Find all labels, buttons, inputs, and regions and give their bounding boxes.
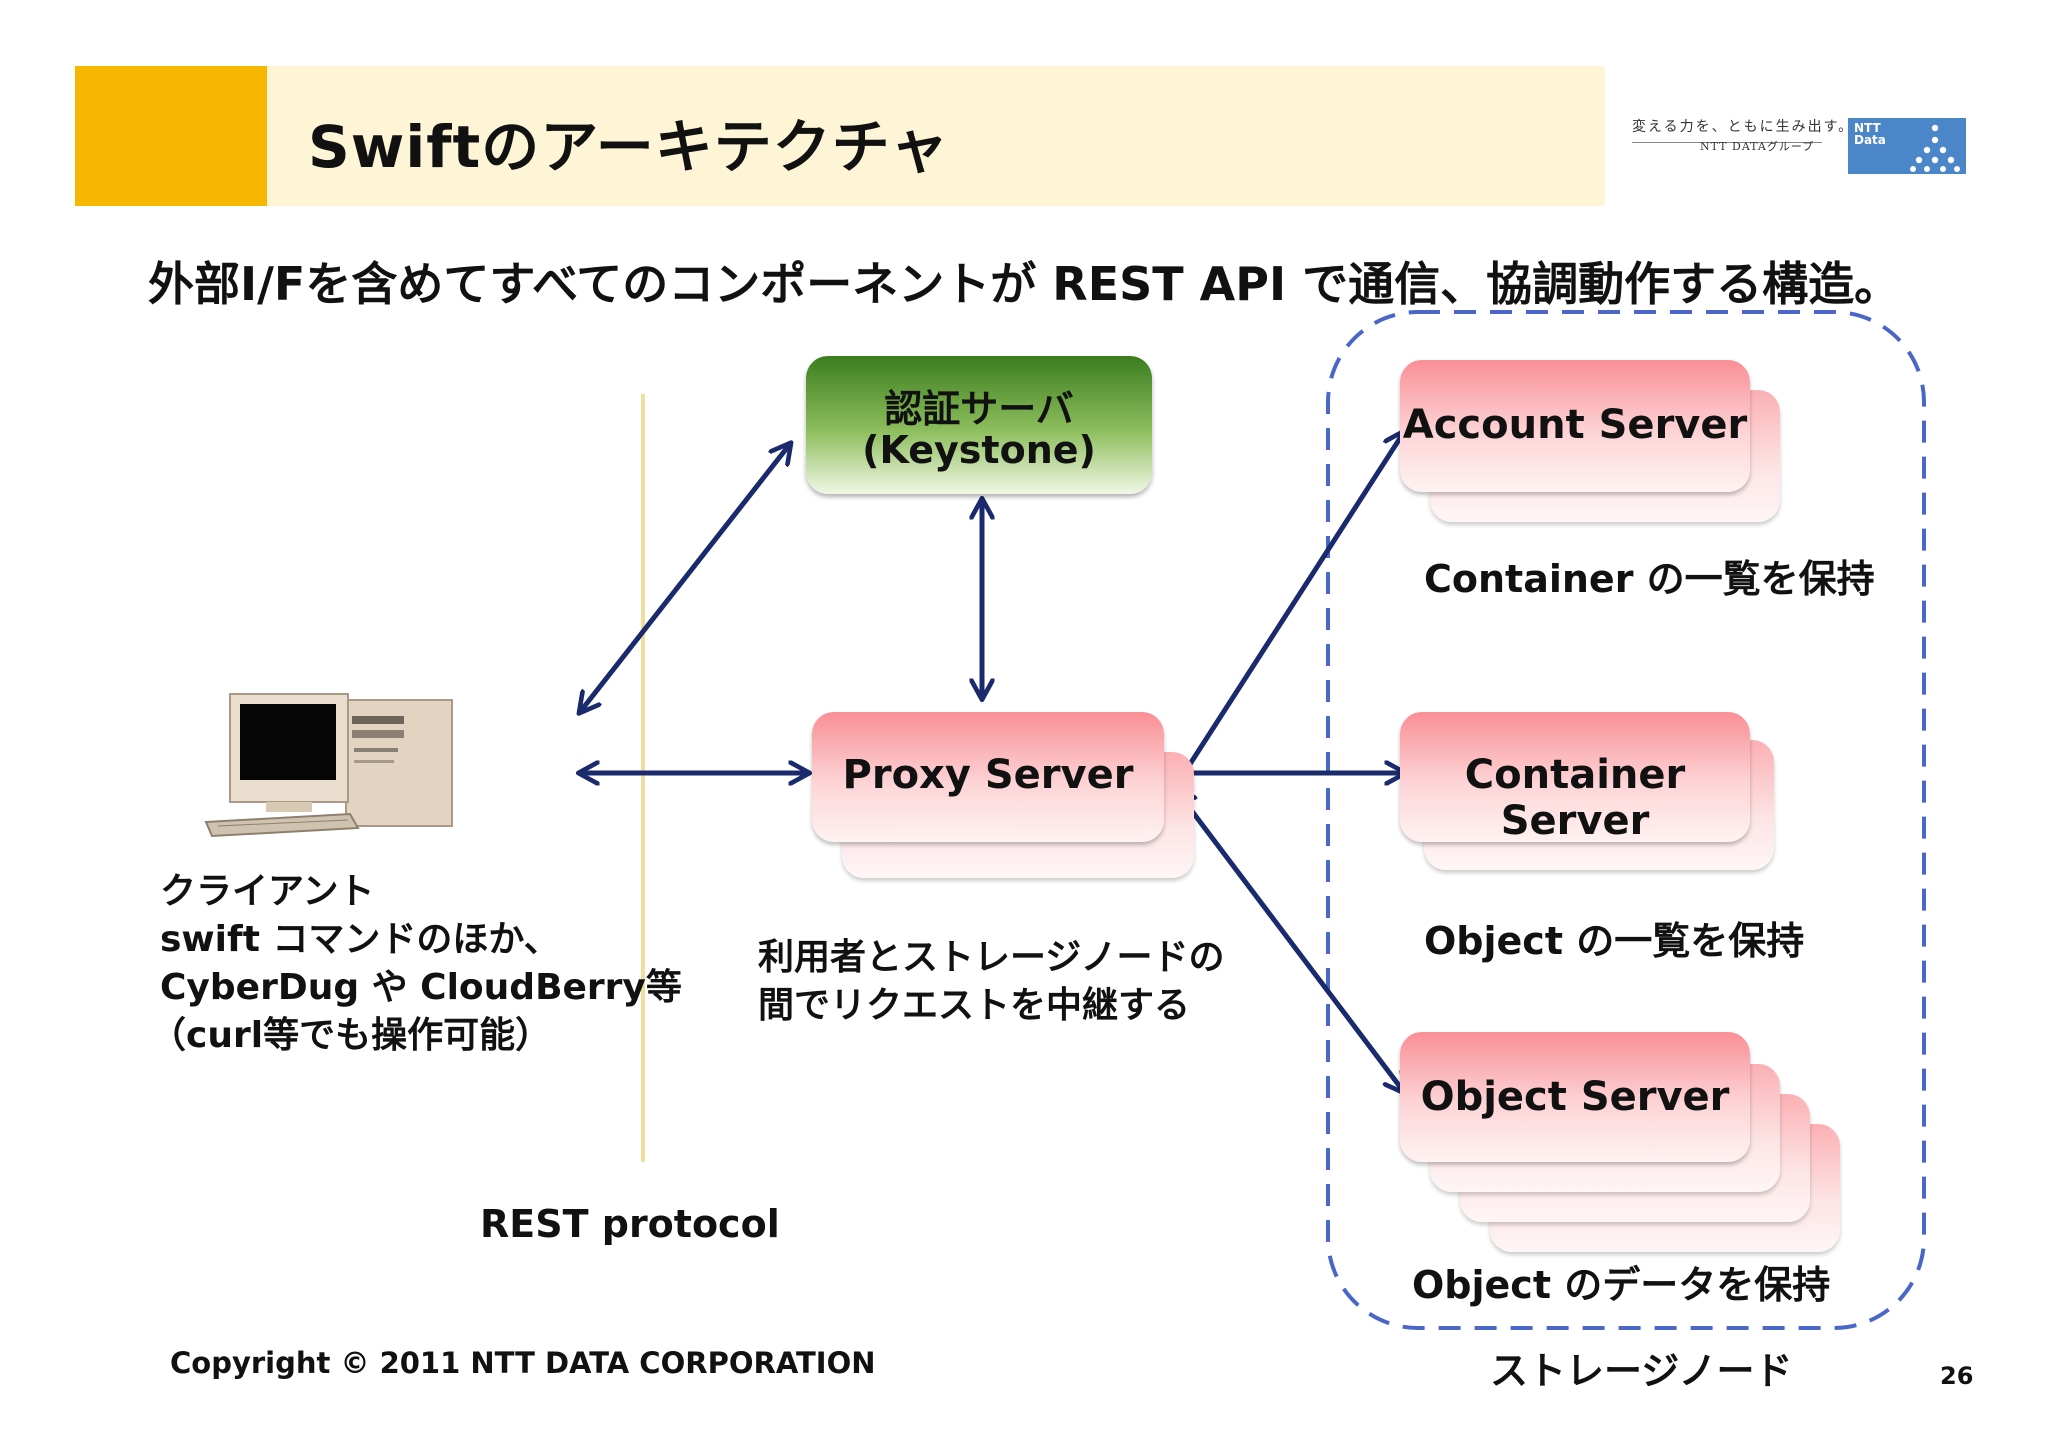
page-number: 26 [1940, 1362, 1974, 1390]
proxy-server: Proxy Server [812, 712, 1164, 842]
account-server-label: Account Server [1402, 402, 1748, 448]
client-label-line2: swift コマンドのほか、 [160, 919, 560, 960]
object-server: Object Server [1400, 1032, 1750, 1162]
title-bar [75, 66, 1605, 206]
proxy-caption-line1: 利用者とストレージノードの [758, 937, 1225, 978]
client-label-line1: クライアント [160, 871, 375, 912]
logo-divider [1632, 142, 1822, 143]
container-server: Container Server [1400, 712, 1750, 844]
slide-subtitle: 外部I/Fを含めてすべてのコンポーネントが REST API で通信、協調動作す… [148, 257, 1901, 311]
logo-box-text: NTT Data [1854, 122, 1886, 146]
rest-protocol-label: REST protocol [480, 1202, 780, 1246]
logo-box-text-2: Data [1854, 133, 1886, 147]
storage-node-label: ストレージノード [1490, 1349, 1793, 1393]
object-server-label: Object Server [1420, 1074, 1730, 1120]
storage-node-group-border [1326, 310, 1926, 1330]
proxy-server-label: Proxy Server [842, 752, 1134, 798]
logo-group: NTT DATAグループ [1700, 140, 1815, 153]
logo-tagline: 変える力を、ともに生み出す。 [1632, 119, 1855, 135]
keystone-auth-server: 認証サーバ (Keystone) [806, 356, 1152, 494]
logo-box-text-1: NTT [1854, 121, 1881, 135]
arrow-proxy-account [1172, 432, 1404, 792]
client-label-line3: CyberDug や CloudBerry等 [160, 967, 682, 1008]
account-server: Account Server [1400, 360, 1750, 492]
logo-dots-icon [1910, 124, 1960, 172]
proxy-caption-line2: 間でリクエストを中継する [758, 985, 1191, 1026]
account-caption: Container の一覧を保持 [1424, 557, 1875, 601]
arrow-proxy-object [1176, 790, 1404, 1092]
container-caption: Object の一覧を保持 [1424, 919, 1805, 963]
arrow-client-keystone [580, 444, 790, 712]
ntt-data-logo: NTT Data [1848, 118, 1966, 174]
container-server-label: Container Server [1464, 752, 1686, 844]
slide-title: Swiftのアーキテクチャ [308, 113, 950, 181]
client-label-line4: （curl等でも操作可能） [150, 1015, 552, 1056]
copyright-notice: Copyright © 2011 NTT DATA CORPORATION [170, 1346, 876, 1380]
keystone-label-line1: 認証サーバ [884, 387, 1074, 431]
keystone-label-line2: (Keystone) [862, 428, 1096, 472]
client-computer-icon [204, 693, 453, 838]
title-accent-block [75, 66, 267, 206]
object-caption: Object のデータを保持 [1412, 1263, 1831, 1307]
